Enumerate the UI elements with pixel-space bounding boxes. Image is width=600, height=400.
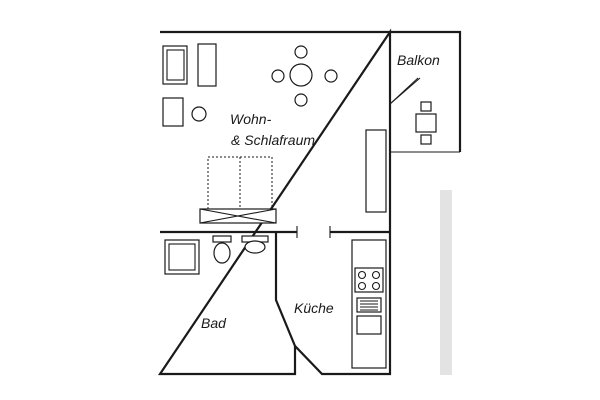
label-wohn-line1: Wohn- [230,111,272,127]
label-wohn-line2: & Schlafraum [231,132,315,148]
chair-right [324,69,338,83]
washbasin [244,240,266,254]
sideboard [197,43,217,87]
chair-top [294,45,308,59]
balcony-door-swing [389,77,419,105]
balcony-chair-top [420,101,432,112]
burner-2 [371,270,381,280]
label-balkon: Balkon [397,52,440,68]
wardrobe [365,129,387,213]
burner-3 [357,281,367,291]
bath-right-wall [274,232,297,347]
sink [356,315,382,335]
label-bad: Bad [201,315,227,331]
drain-grooves [360,300,378,311]
burner-1 [357,270,367,280]
toilet-bowl [213,242,231,264]
armchair-seat [166,49,185,81]
shower-inner [168,243,196,271]
shower-tray [164,239,200,275]
chair-bottom [294,93,308,107]
small-cabinet [162,97,184,127]
label-kueche: Küche [294,300,334,316]
chair-left [271,69,285,83]
stool [191,106,207,122]
balcony-chair-bottom [420,134,432,145]
bed-headboard-cross [199,208,277,224]
balcony-table [415,113,437,133]
toilet-tank [212,235,232,243]
exterior-shadow [440,190,452,375]
burner-4 [371,281,381,291]
dining-table [289,63,313,87]
